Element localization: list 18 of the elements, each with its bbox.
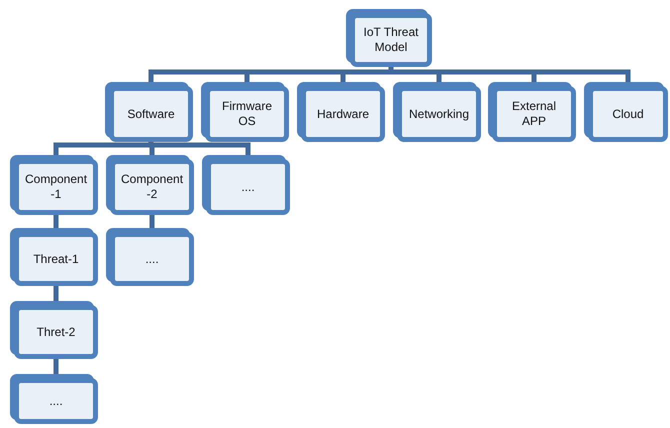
- box-label: Firmware OS: [221, 99, 273, 129]
- box-label: Networking: [408, 106, 470, 122]
- box-label: ....: [49, 394, 63, 408]
- connector-line: [54, 215, 58, 228]
- connector-line: [150, 215, 154, 228]
- box-label: IoT Threat Model: [363, 25, 419, 55]
- box-label: Thret-2: [36, 324, 76, 340]
- box-label: ....: [241, 180, 255, 194]
- box-label: Component -2: [120, 172, 184, 202]
- box-label: Cloud: [612, 106, 644, 122]
- box-label: Software: [127, 106, 175, 122]
- box-label: Component -1: [24, 172, 88, 202]
- box-label: External APP: [510, 99, 558, 129]
- connector-line: [54, 286, 58, 301]
- box-label: Threat-1: [33, 252, 79, 266]
- box-label: ....: [145, 252, 159, 266]
- connector-line: [54, 359, 58, 374]
- box-label: Hardware: [316, 106, 370, 122]
